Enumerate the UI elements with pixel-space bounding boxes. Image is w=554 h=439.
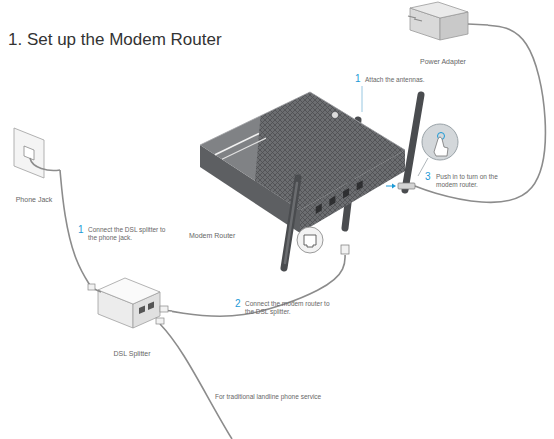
- rj11-plug: [341, 245, 349, 254]
- wall-socket: [24, 146, 34, 160]
- cable-stub: [30, 158, 60, 171]
- power-plug: [398, 183, 415, 189]
- node-label: Phone Jack: [8, 196, 60, 204]
- cable-connector: [172, 255, 345, 316]
- adapter-top: [410, 2, 468, 18]
- callout-text: Connect the modem router to the DSL spli…: [245, 300, 335, 316]
- leader-line: [362, 86, 363, 112]
- cable-connector: [415, 25, 545, 202]
- callout-text: Attach the antennas.: [365, 76, 455, 84]
- wall-plate: [14, 128, 44, 178]
- router-port: [329, 196, 335, 206]
- power-adapter: Power Adapter: [398, 0, 488, 72]
- push-arrow-shaft: [386, 186, 394, 187]
- callout-number: 2: [235, 298, 245, 309]
- phone-jack: Phone Jack: [8, 118, 60, 208]
- power-button-symbol: [438, 133, 445, 140]
- antenna: [284, 178, 298, 268]
- dsl-splitter-shape: [92, 270, 172, 362]
- cable-connector: [60, 170, 92, 288]
- rj11-plug: [160, 306, 168, 312]
- callout-text: Connect the DSL splitter to the phone ja…: [88, 226, 170, 242]
- router-top: [200, 92, 405, 210]
- brand-logo: [332, 112, 338, 118]
- callout-number: 1: [355, 73, 365, 84]
- callout-number: 3: [425, 171, 435, 182]
- leader-line: [418, 158, 428, 176]
- splitter-top: [98, 278, 160, 304]
- splitter-port: [148, 301, 154, 310]
- diagram-title: 1. Set up the Modem Router: [8, 30, 222, 50]
- antenna: [405, 95, 421, 190]
- node-label: Modem Router: [189, 232, 259, 240]
- router-port: [343, 188, 349, 198]
- callout-number: 1: [78, 224, 88, 235]
- pressing-finger: [434, 137, 448, 156]
- landline-cable: [160, 324, 232, 439]
- port-zoom-circle: [297, 227, 323, 253]
- power-button-zoom-circle: [422, 124, 458, 160]
- cable-stub: [92, 288, 101, 292]
- light-bar: [222, 138, 266, 159]
- node-label: DSL Splitter: [92, 350, 172, 358]
- note-text: For traditional landline phone service: [215, 393, 385, 401]
- push-arrow-head: [392, 184, 396, 189]
- router-port: [357, 180, 363, 190]
- router-mesh: [255, 92, 405, 210]
- modem-router: Modem Router: [185, 85, 415, 255]
- dsl-splitter: DSL Splitter: [92, 270, 172, 362]
- rj11-plug: [88, 284, 95, 290]
- router-edge: [200, 92, 405, 150]
- antenna-highlight: [285, 183, 297, 263]
- cable-stub: [162, 310, 172, 311]
- phone-jack-shape: [8, 118, 60, 208]
- rj11-plug: [156, 318, 164, 324]
- router-port: [316, 204, 322, 214]
- callout-text: Push in to turn on the modem router.: [436, 173, 506, 189]
- node-label: Power Adapter: [398, 58, 488, 66]
- adapter-prongs: [408, 16, 422, 21]
- landline-cable-halo: [160, 324, 232, 439]
- splitter-port: [139, 305, 145, 314]
- cable-stub: [468, 24, 488, 25]
- dsl-port-symbol: [304, 235, 316, 247]
- modem-router-shape: [185, 85, 415, 255]
